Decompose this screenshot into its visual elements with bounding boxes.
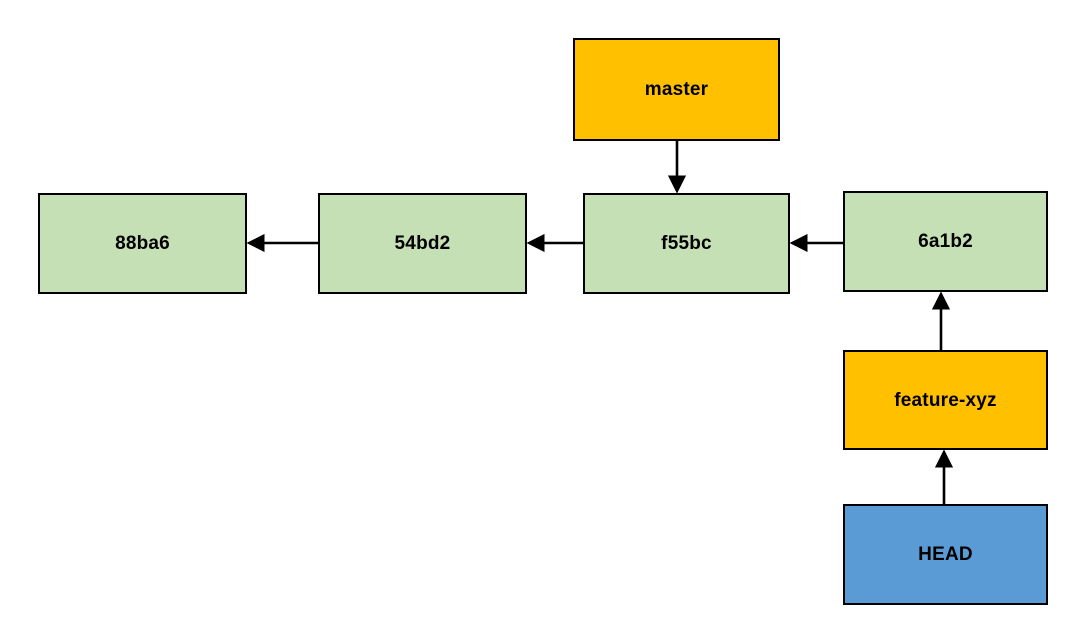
node-commit-54bd2[interactable]: 54bd2 — [318, 193, 527, 294]
node-label-head: HEAD — [918, 544, 973, 565]
node-label-f55bc: f55bc — [661, 233, 712, 254]
node-pointer-head[interactable]: HEAD — [843, 504, 1048, 605]
node-label-88ba6: 88ba6 — [115, 233, 170, 254]
node-branch-master[interactable]: master — [573, 38, 780, 141]
node-branch-feature-xyz[interactable]: feature-xyz — [843, 350, 1048, 450]
node-label-feature-xyz: feature-xyz — [894, 389, 997, 411]
node-label-master: master — [644, 79, 709, 100]
node-label-54bd2: 54bd2 — [394, 233, 451, 254]
node-commit-f55bc[interactable]: f55bc — [583, 193, 790, 294]
node-commit-6a1b2[interactable]: 6a1b2 — [843, 191, 1048, 292]
node-commit-88ba6[interactable]: 88ba6 — [38, 193, 247, 294]
node-label-6a1b2: 6a1b2 — [918, 231, 973, 252]
